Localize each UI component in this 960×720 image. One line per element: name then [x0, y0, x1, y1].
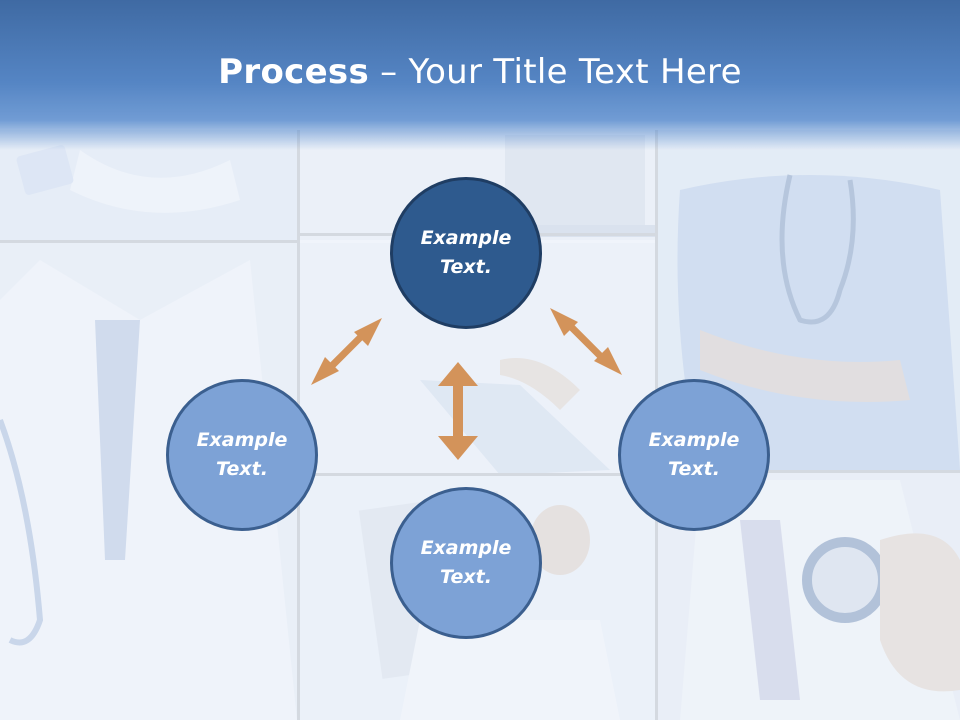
node-right-line2: Text.: [668, 458, 720, 480]
node-bottom-line1: Example: [420, 537, 512, 559]
slide-title: Process – Your Title Text Here: [0, 52, 960, 92]
title-rest-part: – Your Title Text Here: [369, 52, 742, 92]
node-top-line2: Text.: [440, 256, 492, 278]
node-bottom-line2: Text.: [440, 566, 492, 588]
process-node-right: Example Text.: [618, 379, 770, 531]
title-bold-part: Process: [218, 52, 370, 92]
photo-subjects: [0, 135, 960, 720]
process-node-top: Example Text.: [390, 177, 542, 329]
node-right-line1: Example: [648, 429, 740, 451]
title-banner: [0, 0, 960, 150]
node-top-line1: Example: [420, 227, 512, 249]
node-left-line1: Example: [196, 429, 288, 451]
process-node-bottom: Example Text.: [390, 487, 542, 639]
node-left-line2: Text.: [216, 458, 268, 480]
process-node-left: Example Text.: [166, 379, 318, 531]
